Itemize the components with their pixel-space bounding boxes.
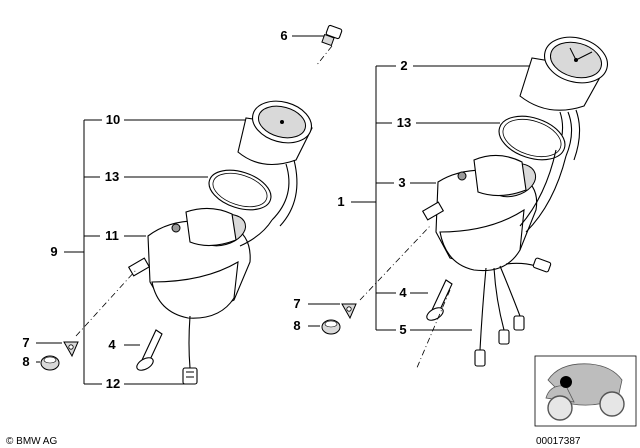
- right-wiring-harness: [474, 257, 552, 367]
- left-seal-ring: [208, 169, 272, 211]
- right-housing: [421, 149, 567, 272]
- left-bracket: [64, 119, 250, 385]
- right-rubber-8: [321, 319, 341, 335]
- left-grommet-7: [63, 341, 79, 358]
- callout-10: 10: [106, 112, 120, 127]
- callout-7-right: 7: [293, 296, 300, 311]
- callout-4-right: 4: [399, 285, 407, 300]
- left-connector-12: [182, 315, 198, 385]
- right-bracket: [351, 65, 538, 331]
- left-housing: [127, 207, 273, 319]
- motorcycle-thumbnail: [534, 355, 637, 427]
- right-grommet-7: [341, 303, 357, 320]
- callout-4-left: 4: [108, 337, 116, 352]
- right-assembly: [308, 36, 608, 371]
- callout-5: 5: [399, 322, 406, 337]
- callout-13-left: 13: [105, 169, 119, 184]
- right-seal-ring: [498, 115, 566, 161]
- callout-12: 12: [106, 376, 120, 391]
- copyright-text: © BMW AG: [6, 436, 57, 447]
- callout-8-left: 8: [22, 354, 29, 369]
- callout-8-right: 8: [293, 318, 300, 333]
- left-instrument-gauge: [237, 100, 313, 227]
- diagram-number: 00017387: [536, 436, 581, 447]
- left-rubber-8: [40, 355, 60, 371]
- left-assembly: [36, 100, 313, 385]
- callout-2: 2: [400, 58, 407, 73]
- right-instrument-gauge: [519, 36, 608, 161]
- callout-11: 11: [105, 228, 119, 243]
- callout-3: 3: [398, 175, 405, 190]
- callout-1: 1: [337, 194, 344, 209]
- callout-9: 9: [50, 244, 57, 259]
- right-screw: [415, 279, 453, 371]
- bulb-6: [292, 24, 343, 67]
- left-screw: [124, 329, 163, 371]
- callout-6: 6: [280, 28, 287, 43]
- callout-13-right: 13: [397, 115, 411, 130]
- callout-labels: 1 2 13 3 4 5 6 7 8 9 10 13 11 4 12 7 8: [22, 28, 411, 391]
- callout-7-left: 7: [22, 335, 29, 350]
